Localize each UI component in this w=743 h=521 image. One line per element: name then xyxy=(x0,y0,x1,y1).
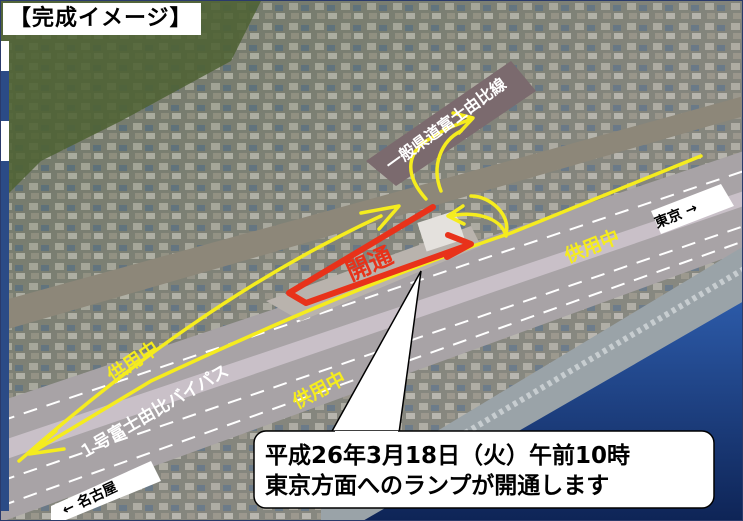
callout-line-2: 東京方面へのランプが開通します xyxy=(265,473,610,499)
prefectural-road-sign xyxy=(366,61,536,186)
open-ramp-line xyxy=(286,204,474,306)
tokyo-sign xyxy=(651,184,734,234)
nagoya-sign xyxy=(51,461,161,520)
callout-line-1: 平成26年3月18日（火）午前10時 xyxy=(265,443,631,469)
callout-box xyxy=(253,430,715,509)
image-title: 【完成イメージ】 xyxy=(3,3,201,35)
callout-text: 平成26年3月18日（火）午前10時 東京方面へのランプが開通します xyxy=(265,441,705,501)
left-edge-tabs xyxy=(1,41,9,511)
in-service-route-lines xyxy=(17,111,703,463)
